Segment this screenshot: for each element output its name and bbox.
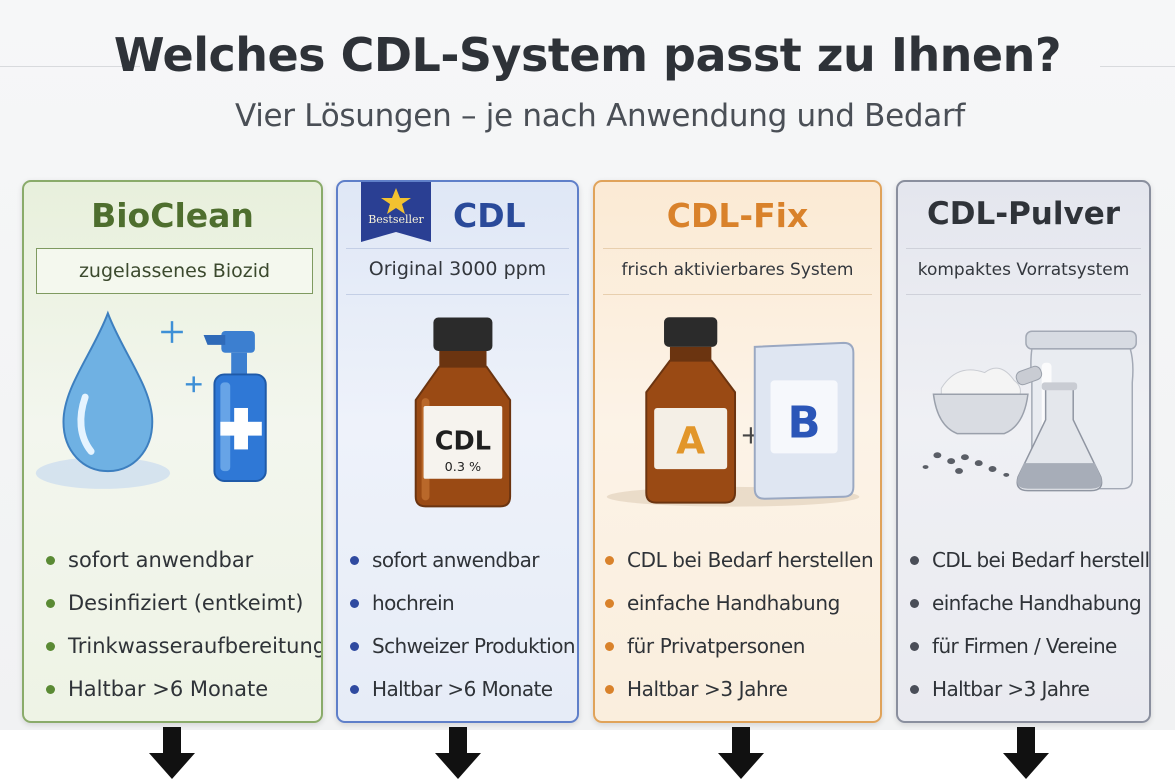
- feature-list: CDL bei Bedarf herstellen einfache Handh…: [910, 548, 1149, 720]
- feature-item: Desinfiziert (entkeimt): [46, 591, 321, 634]
- divider: [603, 248, 872, 249]
- spray-bottle-icon: [203, 331, 267, 482]
- feature-item: Schweizer Produktion: [350, 634, 576, 677]
- card-title: CDL-Fix: [666, 196, 809, 235]
- divider: [906, 294, 1141, 295]
- card-subtitle: kompaktes Vorratsystem: [917, 260, 1130, 280]
- bullet-icon: [910, 599, 919, 608]
- bullet-icon: [46, 685, 55, 694]
- feature-item: CDL bei Bedarf herstellen: [910, 548, 1149, 591]
- amber-bottle-icon: [414, 317, 512, 508]
- down-arrow-icon: [718, 727, 764, 779]
- bullet-icon: [46, 642, 55, 651]
- card-subtitle: frisch aktivierbares System: [621, 260, 854, 280]
- divider: [346, 248, 569, 249]
- bestseller-ribbon-icon: [361, 182, 431, 242]
- divider: [346, 294, 569, 295]
- cdl-fix-illustration: A + B: [606, 317, 860, 507]
- bullet-icon: [46, 556, 55, 565]
- feature-item: Trinkwasseraufbereitung: [46, 634, 321, 677]
- feature-item: CDL bei Bedarf herstellen: [605, 548, 874, 591]
- bottle-label: CDL: [435, 426, 491, 456]
- bullet-icon: [350, 599, 359, 608]
- down-arrow-icon: [1003, 727, 1049, 779]
- bullet-icon: [350, 642, 359, 651]
- down-arrow-icon: [149, 727, 195, 779]
- feature-item: hochrein: [350, 591, 575, 634]
- cdl-pulver-illustration: [922, 330, 1137, 492]
- feature-item: Haltbar >3 Jahre: [605, 677, 873, 720]
- bullet-icon: [605, 685, 614, 694]
- header-rule-left: [0, 66, 140, 67]
- component-a-label: A: [676, 418, 705, 462]
- feature-item: für Privatpersonen: [605, 634, 873, 677]
- bullet-icon: [910, 556, 919, 565]
- bottle-concentration: 0.3 %: [445, 460, 482, 475]
- feature-item: Haltbar >3 Jahre: [910, 677, 1149, 720]
- down-arrow-icon: [435, 727, 481, 779]
- bullet-icon: [46, 599, 55, 608]
- powder-bowl-icon: [932, 365, 1043, 435]
- granules-icon: [922, 452, 1010, 477]
- component-b-label: B: [788, 399, 821, 449]
- page-title: Welches CDL-System passt zu Ihnen?: [113, 28, 1062, 82]
- card-subtitle: zugelassenes Biozid: [36, 248, 313, 294]
- feature-item: einfache Handhabung: [605, 591, 873, 634]
- water-drop-icon: [62, 310, 154, 473]
- card-cdl-pulver[interactable]: CDL-Pulver kompaktes Vorratsystem CDL be…: [896, 180, 1151, 723]
- feature-item: sofort anwendbar: [350, 548, 575, 591]
- feature-item: für Firmen / Vereine: [910, 634, 1149, 677]
- card-subtitle: Original 3000 ppm: [368, 258, 547, 280]
- bullet-icon: [605, 599, 614, 608]
- cdl-bottle-illustration: CDL 0.3 %: [414, 317, 512, 508]
- bullet-icon: [350, 685, 359, 694]
- divider: [603, 294, 872, 295]
- card-bioclean[interactable]: BioClean zugelassenes Biozid sofort anwe…: [22, 180, 323, 723]
- page-subtitle: Vier Lösungen – je nach Anwendung und Be…: [234, 98, 965, 134]
- feature-item: sofort anwendbar: [46, 548, 321, 591]
- bullet-icon: [605, 556, 614, 565]
- card-title: CDL-Pulver: [926, 196, 1121, 232]
- flask-icon: [1016, 382, 1103, 492]
- feature-list: CDL bei Bedarf herstellen einfache Handh…: [605, 548, 874, 720]
- bioclean-illustration: [35, 310, 267, 489]
- header-rule-right: [1100, 66, 1175, 67]
- feature-item: Haltbar >6 Monate: [46, 677, 321, 720]
- feature-item: Haltbar >6 Monate: [350, 677, 575, 720]
- amber-bottle-icon: [645, 317, 737, 504]
- bullet-icon: [910, 642, 919, 651]
- bullet-icon: [350, 556, 359, 565]
- feature-list: sofort anwendbar Desinfiziert (entkeimt)…: [46, 548, 321, 720]
- bestseller-badge: Bestseller: [368, 213, 424, 226]
- sachet-icon: [753, 341, 855, 500]
- divider: [906, 248, 1141, 249]
- feature-item: einfache Handhabung: [910, 591, 1149, 634]
- bullet-icon: [910, 685, 919, 694]
- card-cdl-fix[interactable]: CDL-Fix frisch aktivierbares System A + …: [593, 180, 882, 723]
- bullet-icon: [605, 642, 614, 651]
- card-cdl[interactable]: Bestseller CDL Original 3000 ppm CDL 0.3…: [336, 180, 579, 723]
- sparkle-icon: [161, 321, 202, 393]
- feature-list: sofort anwendbar hochrein Schweizer Prod…: [350, 548, 576, 720]
- card-title: BioClean: [91, 196, 254, 235]
- card-title: CDL: [453, 196, 526, 235]
